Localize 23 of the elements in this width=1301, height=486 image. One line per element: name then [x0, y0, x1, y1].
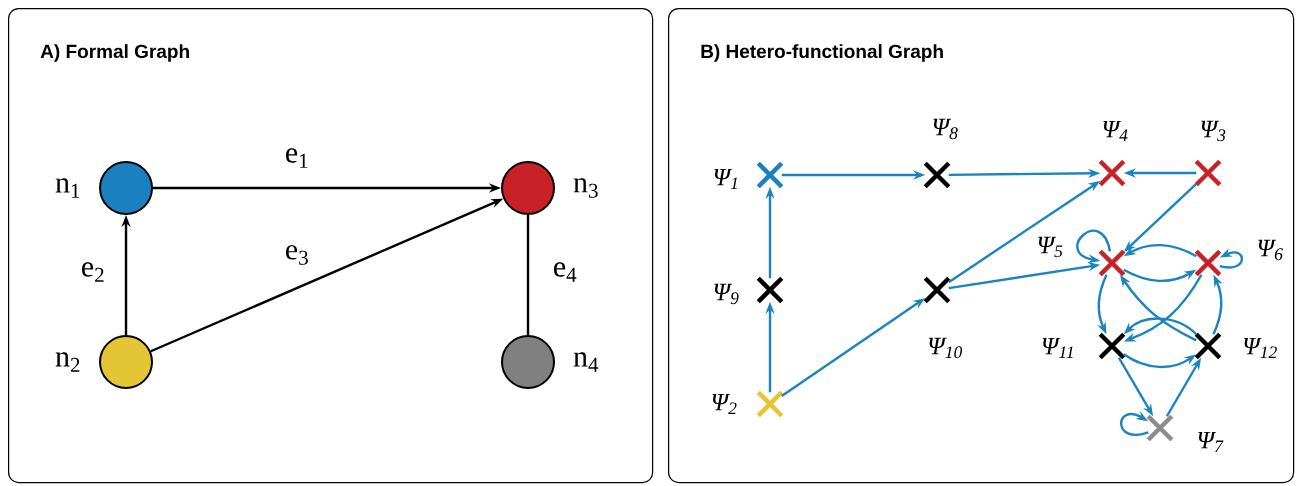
panel-title: B) Hetero-functional Graph [701, 44, 943, 62]
node-label: Ψ$_{2}$ [712, 393, 737, 415]
node-label: n$_{3}$ [573, 178, 598, 198]
node-label: Ψ$_{8}$ [933, 118, 958, 140]
node-label: Ψ$_{4}$ [1103, 120, 1128, 142]
arrow [1120, 411, 1149, 436]
edge-label: e$_{2}$ [79, 261, 107, 283]
edge-label: e$_{3}$ [283, 244, 311, 266]
node-label: Ψ$_{11}$ [1042, 337, 1073, 359]
edge-label: e$_{1}$ [283, 147, 311, 169]
node-label: Ψ$_{7}$ [1198, 431, 1224, 453]
node-label: Ψ$_{1}$ [714, 168, 738, 190]
node-label: Ψ$_{3}$ [1201, 120, 1226, 142]
node-label: n$_{1}$ [55, 178, 80, 198]
node-label: Ψ$_{9}$ [714, 283, 739, 305]
node-label: n$_{4}$ [573, 352, 599, 372]
node-label: Ψ$_{12}$ [1243, 337, 1277, 359]
node-label: Ψ$_{5}$ [1038, 236, 1063, 258]
panel-title: A) Formal Graph [40, 44, 189, 62]
node-label: Ψ$_{10}$ [928, 337, 963, 359]
edge-label: e$_{4}$ [551, 261, 579, 283]
node-label: Ψ$_{6}$ [1258, 239, 1283, 261]
node-label: n$_{2}$ [55, 352, 80, 372]
